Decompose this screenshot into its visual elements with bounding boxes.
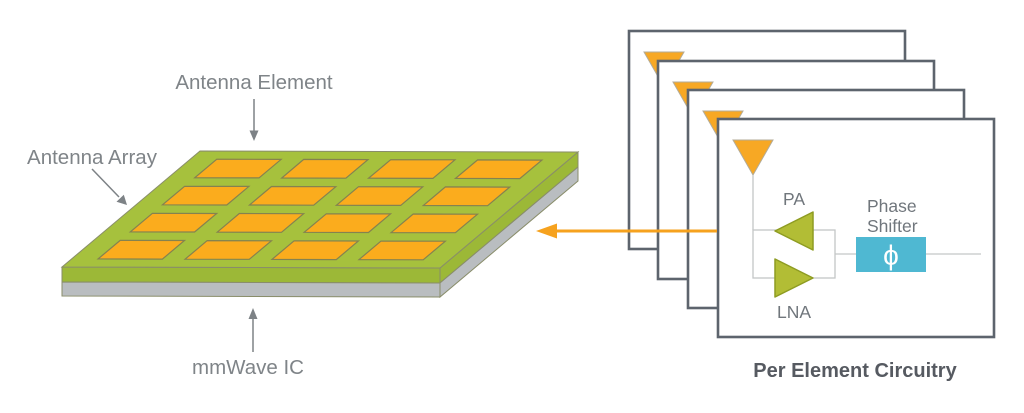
board-top-face xyxy=(60,150,580,269)
mmwave-ic-right-edge xyxy=(439,165,579,299)
mmwave-ic-label: mmWave IC xyxy=(192,356,304,379)
mmwave-ic-pointer xyxy=(248,308,258,352)
circuit-card-stack: ϕ PA LNA Phase Shifter xyxy=(627,29,996,339)
antenna-patch xyxy=(389,213,480,234)
antenna-patch xyxy=(366,159,457,180)
antenna-array-board xyxy=(60,150,580,299)
antenna-patch xyxy=(421,186,512,207)
antenna-array-pointer-head xyxy=(116,194,127,205)
mmwave-ic-pointer-head xyxy=(248,308,258,319)
pa-label: PA xyxy=(783,189,805,209)
per-element-circuitry-title: Per Element Circuitry xyxy=(753,360,957,382)
antenna-element-label: Antenna Element xyxy=(175,71,333,94)
antenna-patch xyxy=(193,158,283,179)
antenna-patch-grid xyxy=(96,158,544,261)
circuit-card-front: ϕ PA LNA Phase Shifter xyxy=(716,117,996,339)
antenna-patch xyxy=(160,185,251,206)
antenna-array-pointer xyxy=(91,168,127,205)
antenna-patch xyxy=(247,185,338,206)
phi-symbol: ϕ xyxy=(883,240,899,271)
phase-shifter-label-line1: Phase xyxy=(867,196,917,216)
antenna-patch xyxy=(357,240,447,261)
antenna-symbol-icon xyxy=(732,139,774,177)
antenna-patch xyxy=(270,240,361,261)
antenna-element-pointer xyxy=(249,99,259,141)
antenna-patch xyxy=(96,239,187,260)
antenna-array-label: Antenna Array xyxy=(27,146,158,169)
circuit-to-array-arrow xyxy=(536,223,717,239)
board-front-edge xyxy=(61,266,441,284)
antenna-patch xyxy=(453,159,544,180)
antenna-patch xyxy=(183,239,274,260)
antenna-patch xyxy=(334,186,425,207)
pa-amplifier-icon xyxy=(774,211,814,251)
antenna-patch xyxy=(215,212,306,233)
phase-shifter-label-line2: Shifter xyxy=(867,216,918,236)
antenna-patch xyxy=(128,212,219,233)
antenna-patch xyxy=(280,158,370,179)
phase-shifter-box xyxy=(856,237,926,272)
antenna-array-pointer-line xyxy=(91,168,120,198)
lna-amplifier-icon xyxy=(774,258,814,298)
antenna-element-pointer-head xyxy=(249,130,259,141)
arrow-head xyxy=(536,223,557,239)
mmwave-ic-front-edge xyxy=(61,281,441,298)
antenna-patch xyxy=(302,213,393,234)
lna-label: LNA xyxy=(777,302,811,322)
